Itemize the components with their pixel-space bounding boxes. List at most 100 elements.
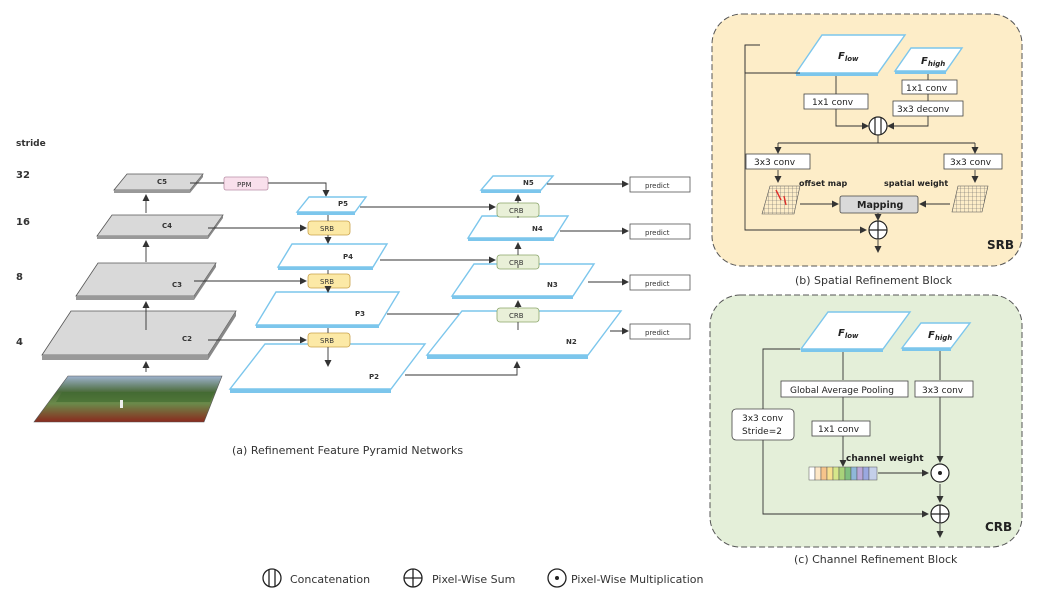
offset-map-label: offset map	[799, 179, 848, 188]
stride-32: 32	[16, 170, 30, 181]
crb-f-low-block: Flow	[799, 311, 912, 352]
backbone-c2: C2	[41, 310, 237, 360]
legend-sum-label: Pixel-Wise Sum	[432, 573, 515, 586]
stride-16: 16	[16, 217, 30, 228]
lateral-arrows	[190, 182, 330, 344]
srb-f-high: Fhigh	[921, 56, 945, 68]
ppm-label: PPM	[237, 181, 251, 189]
label-n4: N4	[532, 225, 543, 233]
stride-8: 8	[16, 272, 23, 283]
n2-layer: N2	[425, 310, 623, 359]
srb-conv1x1-right-box	[901, 79, 958, 95]
srb-conv1x1-right: 1x1 conv	[906, 84, 948, 94]
label-c4: C4	[162, 222, 172, 230]
crb-label-1: CRB	[509, 207, 524, 215]
label-c5: C5	[157, 178, 167, 186]
mapping-box	[839, 195, 919, 214]
ppm-box	[223, 176, 269, 191]
label-n2: N2	[566, 338, 577, 346]
crb-box-2: CRB	[496, 254, 540, 270]
predict-label-2: predict	[645, 229, 670, 237]
backbone-c3: C3	[75, 262, 217, 300]
srb-box-1: SRB	[307, 220, 351, 236]
stride-title: stride	[16, 139, 46, 149]
crb-label-2: CRB	[509, 259, 524, 267]
srb-label-3: SRB	[320, 337, 334, 345]
panel-b-srb: Flow Fhigh 1x1 conv 1x1 conv 3x3 deconv	[711, 13, 1023, 287]
crb-conv3x3: 3x3 conv	[922, 386, 964, 396]
srb-conv3x3-left: 3x3 conv	[754, 158, 796, 168]
srb-label-2: SRB	[320, 278, 334, 286]
crb-conv1x1: 1x1 conv	[818, 425, 860, 435]
caption-a: (a) Refinement Feature Pyramid Networks	[232, 444, 463, 457]
srb-conv3x3-left-box	[745, 153, 811, 170]
predict-arrows	[547, 180, 629, 335]
srb-box-3: SRB	[307, 332, 351, 348]
channel-weight-vector	[808, 466, 878, 481]
crb-box-1: CRB	[496, 202, 540, 218]
n5-layer: N5	[479, 175, 555, 193]
predict-box-3: predict	[629, 274, 691, 291]
crb-f-high-block: Fhigh	[900, 322, 972, 351]
srb-conv3x3-right: 3x3 conv	[950, 158, 992, 168]
p2-layer: P2	[228, 343, 427, 393]
srb-f-low-block: Flow	[794, 34, 907, 76]
label-p5: P5	[338, 200, 348, 208]
legend-concat-label: Concatenation	[290, 573, 370, 586]
srb-tag: SRB	[987, 238, 1014, 252]
spatial-weight-label: spatial weight	[884, 179, 948, 188]
srb-connectors	[744, 44, 979, 253]
panel-c-crb: Flow Fhigh Global Average Pooling 3x3 co…	[709, 294, 1023, 566]
input-image	[33, 375, 223, 423]
srb-box-2: SRB	[307, 273, 351, 289]
crb-sum-icon	[930, 504, 950, 524]
n3-layer: N3	[450, 263, 596, 299]
srb-deconv: 3x3 deconv	[897, 105, 950, 115]
n4-layer: N4	[466, 215, 570, 241]
srb-f-low: Flow	[838, 51, 859, 63]
caption-b: (b) Spatial Refinement Block	[795, 274, 953, 287]
backbone-c4: C4	[96, 214, 224, 239]
gap-label: Global Average Pooling	[790, 386, 894, 396]
label-p2: P2	[369, 373, 379, 381]
legend-sum-icon	[403, 568, 423, 588]
predict-label-4: predict	[645, 329, 670, 337]
crb-tag: CRB	[985, 520, 1012, 534]
offset-map-grid	[761, 185, 801, 215]
crb-mult-icon	[930, 463, 950, 483]
legend-concat-icon	[262, 568, 282, 588]
gap-box	[780, 380, 909, 398]
crb-f-low: Flow	[838, 328, 859, 340]
p4-layer: P4	[276, 243, 389, 270]
srb-conv3x3-right-box	[943, 153, 1003, 170]
caption-c: (c) Channel Refinement Block	[794, 553, 958, 566]
srb-sum-icon	[868, 220, 888, 240]
predict-box-1: predict	[629, 176, 691, 193]
crb-label-3: CRB	[509, 312, 524, 320]
srb-f-high-block: Fhigh	[893, 47, 964, 74]
p3-layer: P3	[254, 291, 401, 328]
srb-label-1: SRB	[320, 225, 334, 233]
predict-label-1: predict	[645, 182, 670, 190]
predict-box-2: predict	[629, 223, 691, 240]
srb-concat-icon	[868, 116, 888, 136]
crb-box-3: CRB	[496, 307, 540, 323]
panel-a: stride 32 16 8 4 C5 C4 C3	[16, 139, 691, 457]
crb-connectors	[762, 348, 944, 538]
label-c2: C2	[182, 335, 192, 343]
legend-mult-label: Pixel-Wise Multiplication	[571, 573, 704, 586]
legend: Concatenation Pixel-Wise Sum Pixel-Wise …	[262, 568, 704, 588]
legend-mult-icon	[547, 568, 567, 588]
crb-f-high: Fhigh	[928, 330, 952, 342]
p5-layer: P5	[295, 196, 368, 215]
backbone-c5: C5	[113, 173, 204, 193]
stride-conv-box	[731, 408, 795, 441]
label-p4: P4	[343, 253, 353, 261]
label-p3: P3	[355, 310, 365, 318]
stride-conv-line1: 3x3 conv	[742, 414, 784, 424]
channel-weight-label: channel weight	[846, 454, 924, 464]
crb-conv1x1-box	[811, 420, 871, 437]
spatial-weight-grid	[951, 185, 989, 213]
